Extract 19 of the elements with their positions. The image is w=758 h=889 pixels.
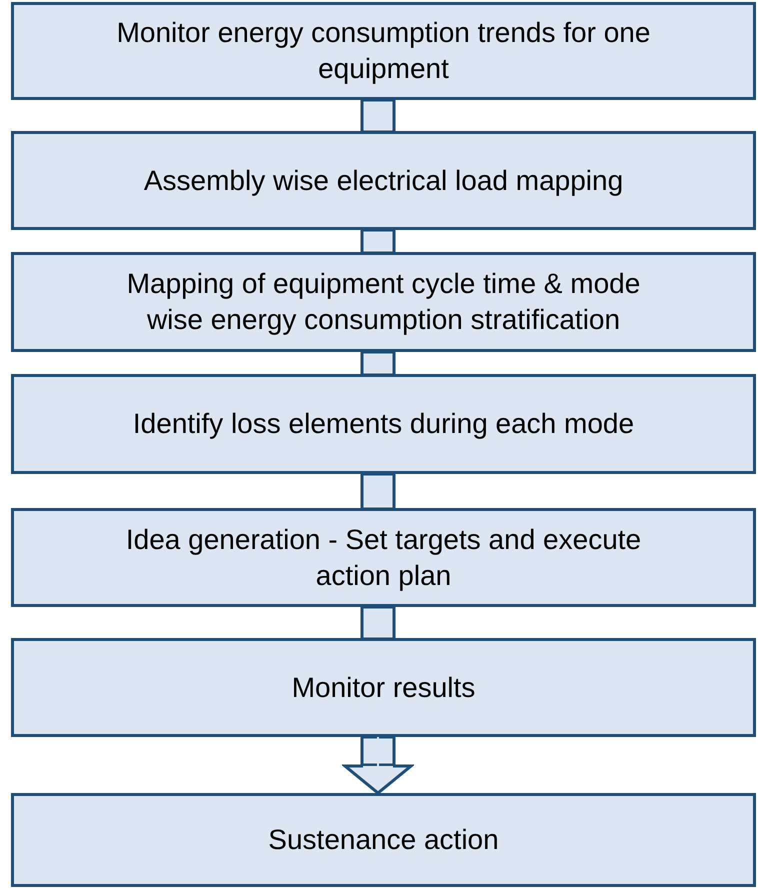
- connector-bar: [360, 228, 396, 254]
- process-box: [11, 252, 756, 352]
- process-box: [11, 638, 756, 737]
- step-text: Monitor results: [292, 670, 476, 704]
- process-box: [11, 2, 756, 100]
- step-text: Assembly wise electrical load mapping: [144, 164, 624, 198]
- connector-bar: [360, 98, 396, 134]
- process-box: [11, 508, 756, 607]
- step-text: Monitor energy consumption trends for one equipment: [116, 16, 652, 86]
- process-box: [11, 131, 756, 230]
- connector-bar: [360, 350, 396, 376]
- connector-bar: [360, 606, 396, 640]
- step-text: Mapping of equipment cycle time & mode wise energy consumption stratification: [126, 267, 642, 337]
- process-box: [11, 374, 756, 474]
- connector-bar: [360, 472, 396, 510]
- process-box: [11, 793, 756, 887]
- step-text: Sustenance action: [268, 823, 499, 857]
- step-text: Idea generation - Set targets and execute action plan: [124, 522, 642, 593]
- step-text: Identify loss elements during each mode: [132, 407, 634, 441]
